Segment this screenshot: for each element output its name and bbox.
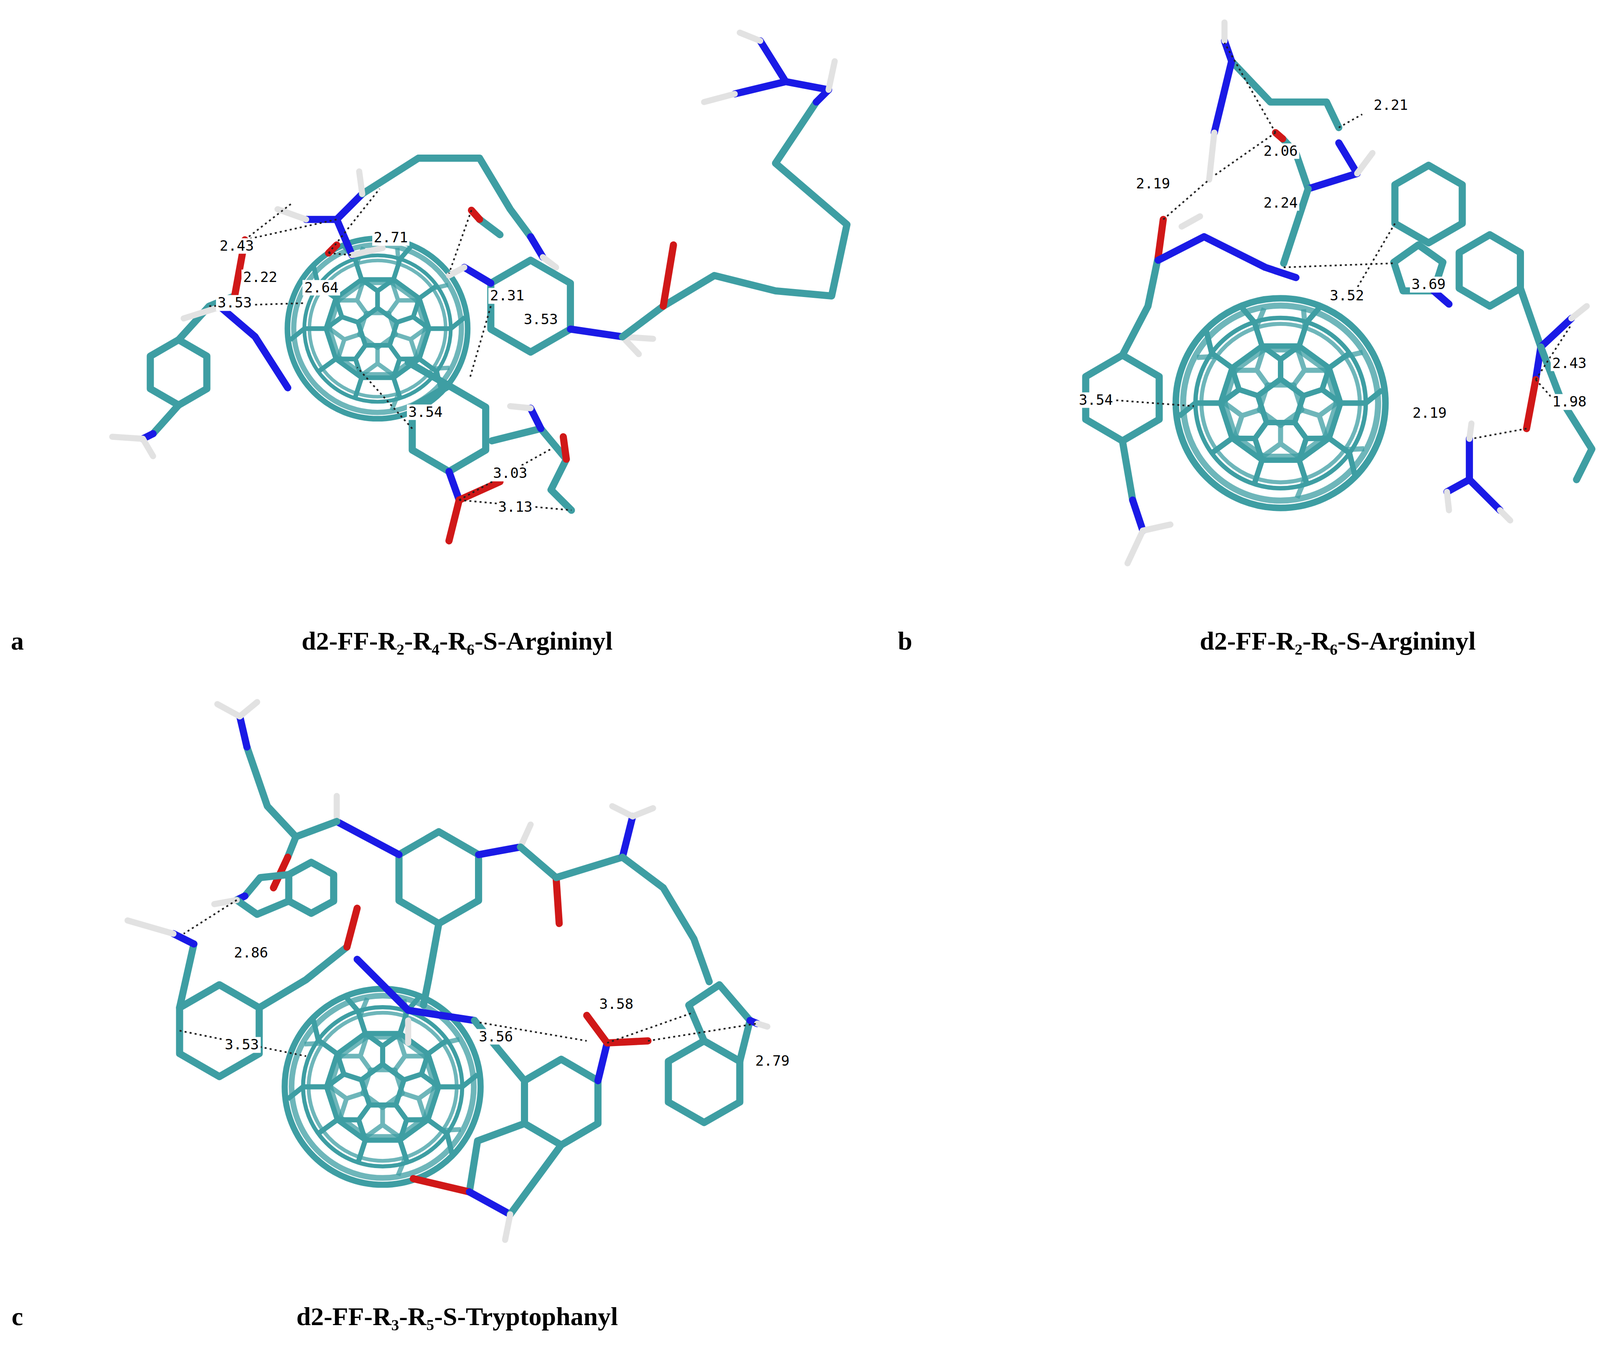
distance-label: 2.06 xyxy=(1262,143,1300,159)
panel-caption: d2-FF-R₂-R₄-R₆-S-Argininyl xyxy=(301,626,613,656)
distance-label: 2.64 xyxy=(302,279,341,296)
distance-label: 2.22 xyxy=(241,269,280,286)
molecule-c xyxy=(127,702,768,1240)
distance-label: 3.54 xyxy=(1076,392,1115,408)
distance-label: 2.43 xyxy=(1550,355,1589,371)
distance-label: 2.71 xyxy=(372,229,410,246)
panel-caption: d2-FF-R₃-R₅-S-Tryptophanyl xyxy=(296,1302,618,1331)
distance-label: 1.98 xyxy=(1550,394,1589,410)
distance-label: 2.24 xyxy=(1262,195,1300,211)
distance-label: 2.31 xyxy=(488,288,526,304)
distance-label: 3.03 xyxy=(491,465,529,482)
distance-label: 2.86 xyxy=(232,945,270,961)
distance-label: 2.21 xyxy=(1371,97,1410,113)
distance-label: 3.13 xyxy=(496,499,535,515)
panel-caption: d2-FF-R₂-R₆-S-Argininyl xyxy=(1199,626,1476,656)
distance-label: 2.43 xyxy=(218,238,256,254)
distance-label: 2.19 xyxy=(1410,405,1449,422)
panel-letter: c xyxy=(11,1302,24,1331)
distance-label: 3.54 xyxy=(406,404,445,420)
distance-label: 3.58 xyxy=(597,996,635,1012)
molecule-b xyxy=(1085,22,1593,564)
distance-label: 3.53 xyxy=(215,295,254,311)
distance-label: 2.19 xyxy=(1134,175,1172,192)
distance-label: 3.53 xyxy=(223,1037,261,1053)
distance-label: 3.56 xyxy=(477,1028,515,1045)
molecule-a xyxy=(112,32,848,541)
distance-label: 3.69 xyxy=(1409,276,1448,293)
panel-letter: b xyxy=(897,626,912,656)
distance-label: 3.52 xyxy=(1328,288,1366,304)
panel-letter: a xyxy=(10,626,24,656)
distance-label: 3.53 xyxy=(522,311,560,328)
distance-label: 2.79 xyxy=(753,1053,792,1070)
